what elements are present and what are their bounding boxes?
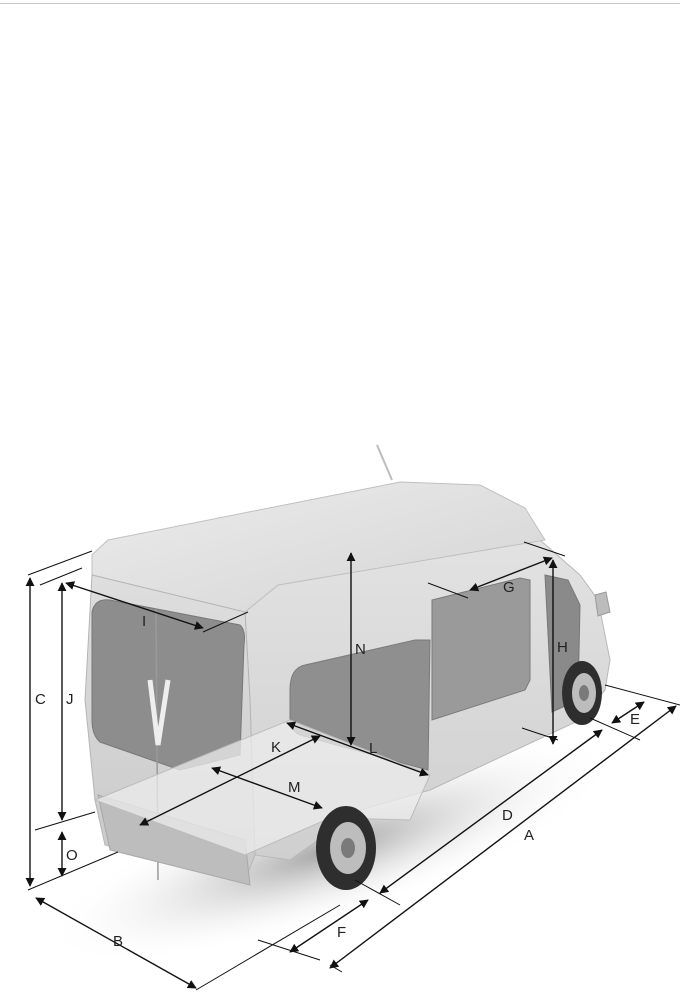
label-N: N (355, 641, 366, 658)
arrow-M (211, 766, 323, 810)
arrow-L (286, 721, 429, 777)
label-J: J (66, 691, 74, 708)
label-A: A (524, 827, 534, 844)
label-K: K (271, 739, 281, 756)
label-H: H (557, 639, 568, 656)
label-F: F (337, 924, 346, 941)
rear-wheel (316, 806, 376, 890)
label-L: L (369, 740, 377, 757)
arrow-B (35, 897, 197, 989)
label-D: D (502, 807, 513, 824)
label-G: G (503, 579, 515, 596)
label-C: C (35, 691, 46, 708)
antenna (376, 444, 393, 481)
arrow-I (65, 581, 204, 630)
label-I: I (142, 613, 146, 630)
arrow-E (611, 701, 645, 724)
label-O: O (66, 847, 78, 864)
front-wheel (562, 661, 602, 725)
arrow-D (379, 729, 603, 894)
side-mirror (594, 591, 611, 617)
label-E: E (630, 711, 640, 728)
arrow-F (289, 899, 369, 953)
dimension-arrows (25, 552, 677, 989)
arrow-G (469, 556, 553, 592)
label-B: B (113, 933, 123, 950)
label-M: M (288, 779, 301, 796)
top-rule (0, 3, 680, 4)
